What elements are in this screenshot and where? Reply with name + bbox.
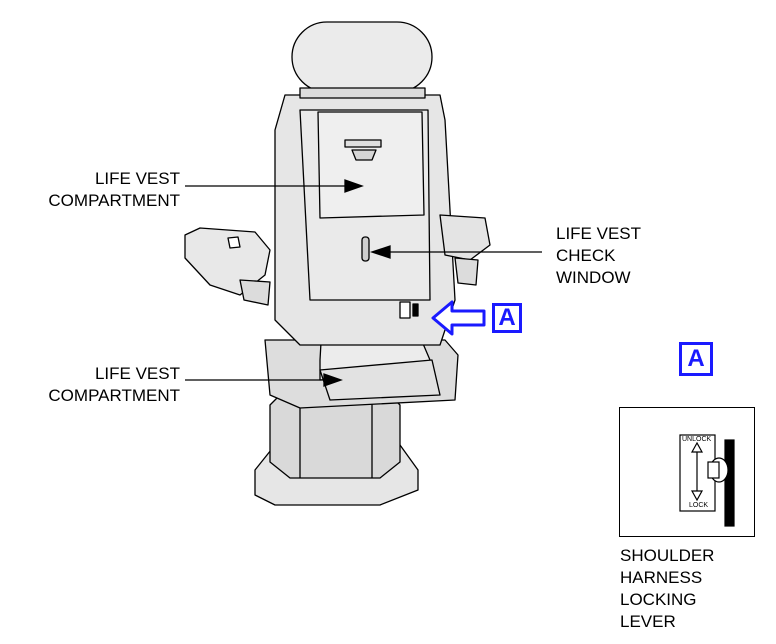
- label-line: LEVER: [620, 612, 676, 631]
- detail-lever-graphic: [679, 434, 735, 527]
- label-line: COMPARTMENT: [48, 191, 180, 210]
- callout-a: A: [492, 303, 522, 333]
- label-line: LIFE VEST: [556, 224, 642, 243]
- label-line: LIFE VEST: [94, 364, 180, 383]
- label-line: SHOULDER: [620, 546, 715, 565]
- headrest: [291, 21, 433, 93]
- callout-arrow: [431, 300, 486, 336]
- detail-callout-a: A: [679, 342, 713, 376]
- unlock-text: UNLOCK: [682, 436, 712, 443]
- label-life-vest-compartment-lower: LIFE VEST COMPARTMENT: [30, 363, 180, 407]
- label-shoulder-harness-locking-lever: SHOULDER HARNESS LOCKING LEVER: [620, 545, 714, 633]
- detail-a-box: [619, 407, 755, 537]
- left-armrest: [184, 227, 271, 296]
- label-line: HARNESS: [620, 568, 703, 587]
- right-armrest: [439, 214, 491, 261]
- label-line: LOCKING: [620, 590, 697, 609]
- upper-compartment-panel: [317, 111, 425, 219]
- label-life-vest-check-window: LIFE VEST CHECK WINDOW: [556, 223, 641, 289]
- label-line: COMPARTMENT: [48, 386, 180, 405]
- label-line: CHECK: [556, 246, 616, 265]
- label-line: WINDOW: [556, 268, 631, 287]
- lock-text: LOCK: [689, 502, 709, 509]
- label-life-vest-compartment-upper: LIFE VEST COMPARTMENT: [30, 168, 180, 212]
- label-line: LIFE VEST: [94, 169, 180, 188]
